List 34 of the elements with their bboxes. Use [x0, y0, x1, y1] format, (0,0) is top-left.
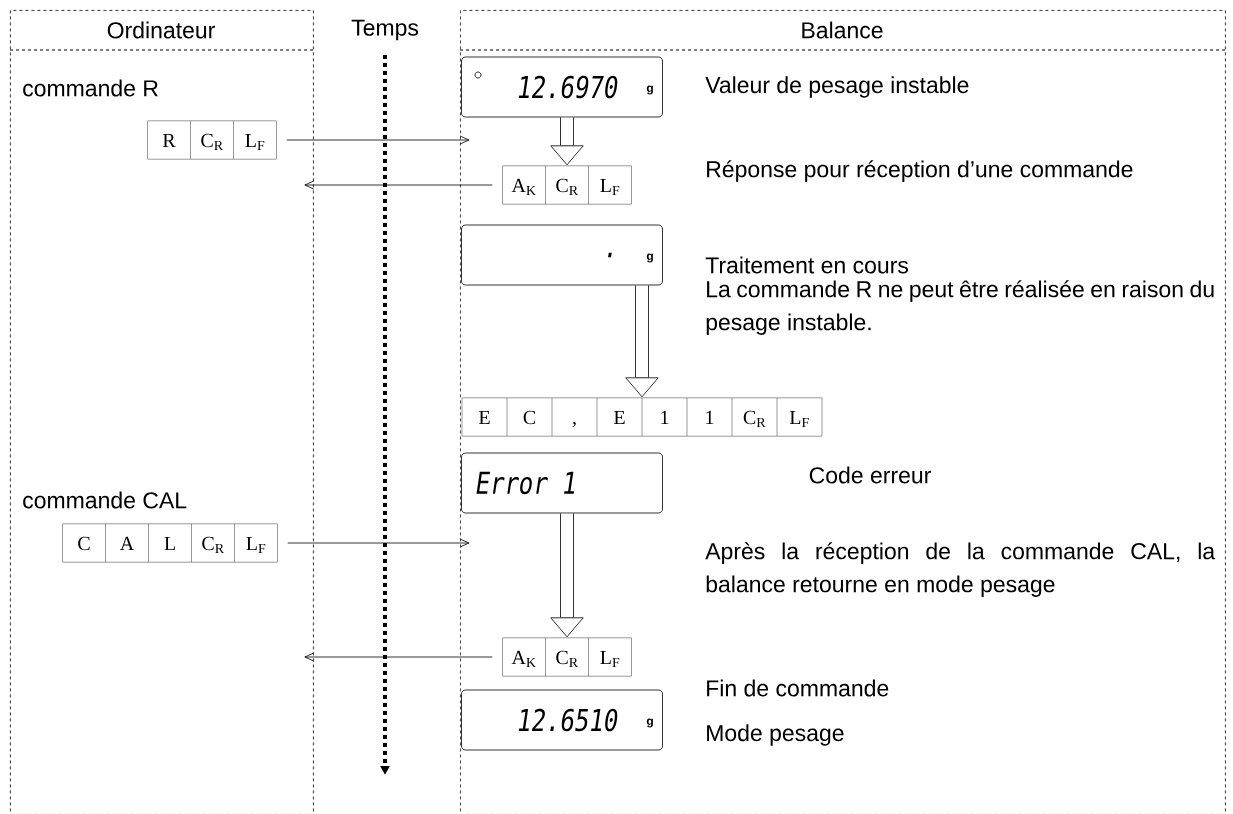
- caption-text: Fin de commande: [707, 679, 889, 697]
- arrow: [287, 538, 470, 548]
- unit-label: g: [646, 85, 653, 95]
- block-arrow: [625, 285, 659, 398]
- caption-text: Valeur de pesage instable: [705, 76, 969, 98]
- column-heading: Temps: [351, 19, 419, 41]
- caption-text: Mode pesage: [707, 724, 844, 746]
- character-frame: R C$_{R}$ L$_{F}$: [147, 120, 277, 160]
- character-frame: E C , E 1 1 C$_{R}$ L$_{F}$: [461, 397, 823, 437]
- caption-text: Traitement en cours: [705, 256, 908, 274]
- block-arrow: [550, 513, 584, 638]
- arrow: [304, 652, 493, 662]
- display-reading: 12.6970: [518, 75, 618, 99]
- arrow: [304, 180, 493, 190]
- description-text: Réponse pour réception d’une commande: [707, 160, 1133, 182]
- display-panel: [461, 452, 663, 514]
- display-reading: Error 1: [476, 471, 575, 495]
- display-reading: .: [608, 252, 612, 258]
- display-reading: 12.6510: [518, 708, 618, 732]
- block-arrow: [550, 117, 584, 166]
- character-frame: A$_{K}$ C$_{R}$ L$_{F}$: [502, 637, 632, 677]
- description-text: La commande R ne peut être réalisée en raison du pesage instable.: [706, 280, 1214, 335]
- caption-text: commande CAL: [23, 491, 187, 509]
- arrow: [286, 135, 470, 145]
- display-panel: [461, 56, 663, 118]
- character-frame: C A L C$_{R}$ L$_{F}$: [62, 523, 278, 563]
- display-panel: [461, 689, 663, 751]
- unit-label: g: [646, 718, 653, 728]
- description-text: Après la réception de la commande CAL, la balance retourne en mode pesage: [705, 542, 1216, 597]
- unit-label: g: [646, 253, 653, 263]
- character-frame: A$_{K}$ C$_{R}$ L$_{F}$: [502, 165, 632, 205]
- caption-text: commande R: [23, 79, 158, 97]
- caption-text: Code erreur: [809, 466, 931, 484]
- display-panel: [461, 224, 663, 286]
